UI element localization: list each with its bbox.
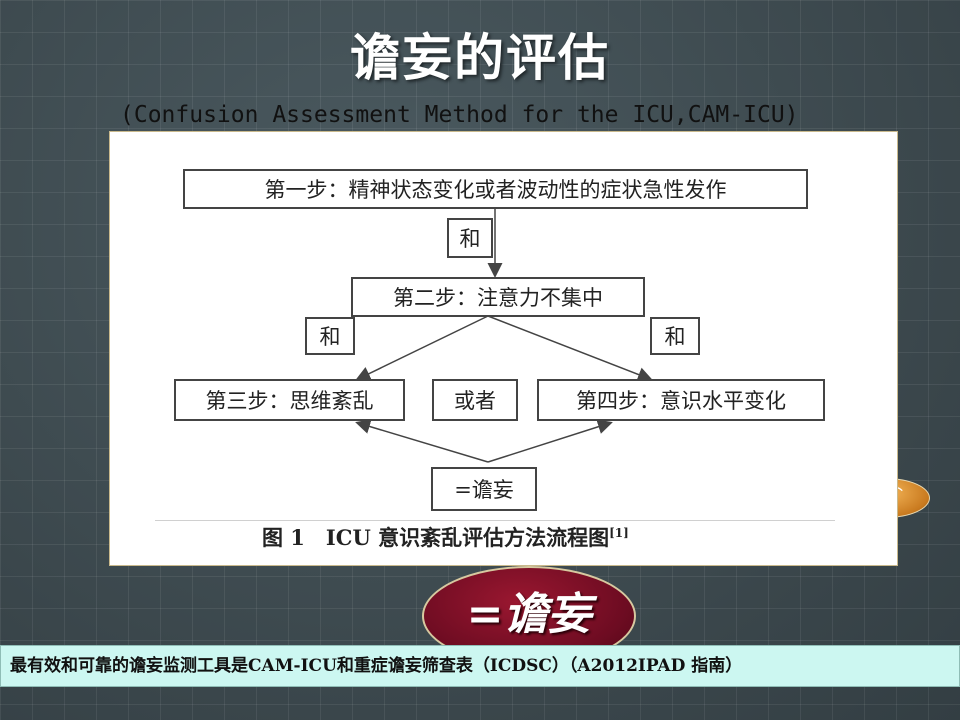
flowchart-connectors bbox=[355, 209, 653, 463]
connector-step2-step3 bbox=[355, 315, 489, 381]
connector-result-step4 bbox=[487, 419, 613, 463]
or-box: 或者 bbox=[432, 379, 518, 421]
figure-caption: 图 1 ICU 意识紊乱评估方法流程图[1] bbox=[262, 522, 752, 552]
flowchart-figure: 第一步：精神状态变化或者波动性的症状急性发作 和 第二步：注意力不集中 和 和 … bbox=[109, 131, 898, 566]
connector-result-step3 bbox=[355, 419, 489, 463]
slide-subtitle: (Confusion Assessment Method for the ICU… bbox=[120, 102, 799, 128]
and-box-right: 和 bbox=[650, 317, 700, 355]
and-box-left: 和 bbox=[305, 317, 355, 355]
bottom-banner-text: 最有效和可靠的谵妄监测工具是CAM-ICU和重症谵妄筛查表（ICDSC）（A20… bbox=[10, 656, 743, 676]
bottom-banner bbox=[0, 645, 960, 687]
caption-ref: [1] bbox=[609, 526, 629, 540]
caption-rule bbox=[155, 520, 835, 521]
and-box-top: 和 bbox=[447, 218, 493, 258]
step3-box: 第三步：思维紊乱 bbox=[174, 379, 405, 421]
delirium-callout-text: =谵妄 bbox=[466, 589, 592, 640]
caption-text: 图 1 ICU 意识紊乱评估方法流程图 bbox=[262, 525, 610, 550]
slide-title: 谵妄的评估 bbox=[350, 29, 610, 87]
step4-box: 第四步：意识水平变化 bbox=[537, 379, 825, 421]
step1-box: 第一步：精神状态变化或者波动性的症状急性发作 bbox=[183, 169, 808, 209]
step2-box: 第二步：注意力不集中 bbox=[351, 277, 645, 317]
result-box: =谵妄 bbox=[431, 467, 537, 511]
connector-step2-step4 bbox=[487, 315, 653, 382]
